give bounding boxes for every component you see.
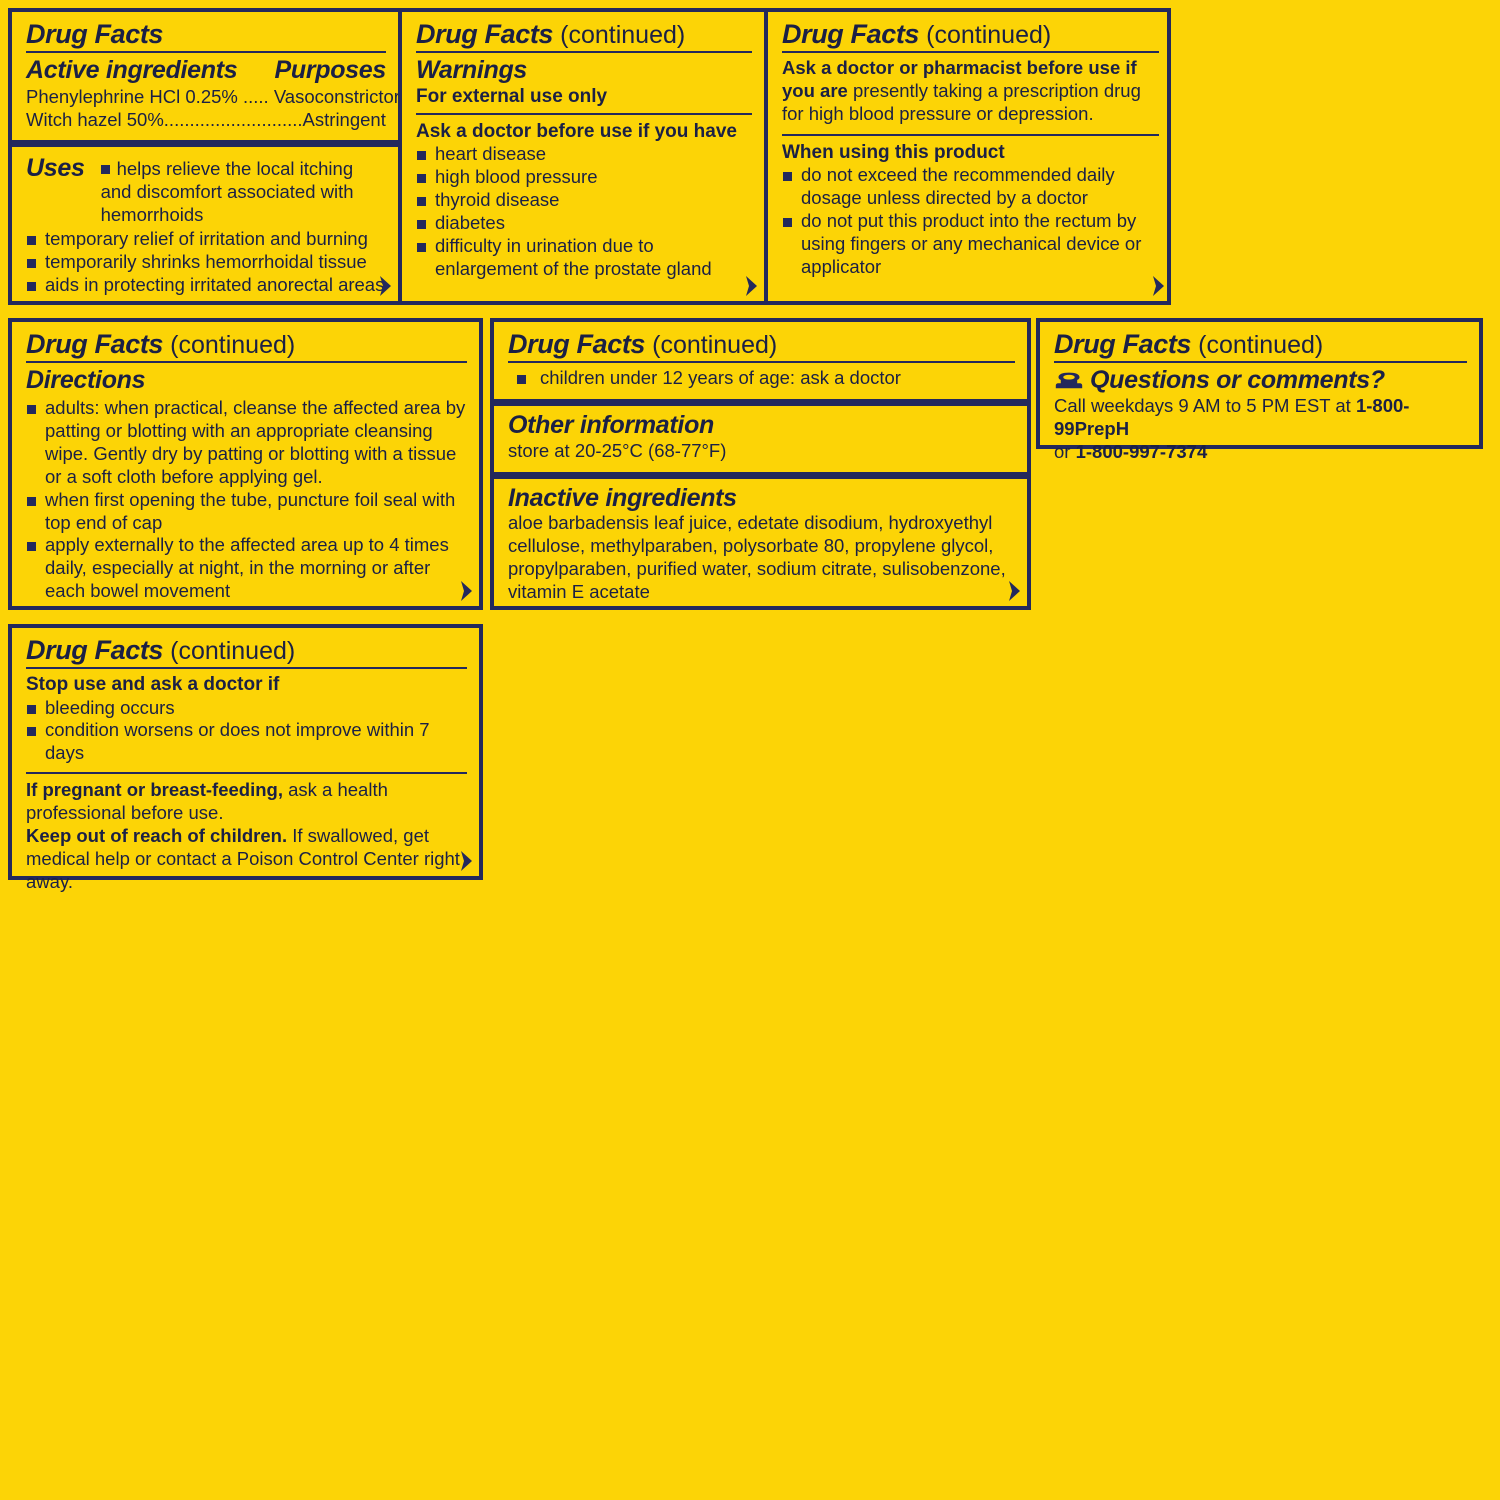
phone-number-primary[interactable]: 1-800-99PrepH bbox=[1054, 394, 1410, 439]
list-item: high blood pressure bbox=[416, 166, 752, 189]
inactive-ingredients-heading: Inactive ingredients bbox=[508, 483, 737, 512]
list-item: difficulty in urination due to enlargeme… bbox=[416, 235, 752, 281]
inactive-ingredients-text: aloe barbadensis leaf juice, edetate dis… bbox=[508, 512, 1006, 603]
ask-pharmacist-rest: presently taking a prescription drug for… bbox=[782, 80, 1141, 125]
list-item: bleeding occurs bbox=[26, 697, 467, 720]
call-info-line2: or 1-800-997-7374 bbox=[1054, 441, 1467, 464]
arrow-right-icon bbox=[380, 276, 391, 296]
list-item: temporary relief of irritation and burni… bbox=[26, 228, 386, 251]
list-item: children under 12 years of age: ask a do… bbox=[516, 367, 1015, 390]
questions-heading-row: Questions or comments? bbox=[1054, 367, 1467, 395]
when-using-list: do not exceed the recommended daily dosa… bbox=[782, 164, 1159, 279]
panel-directions: Drug Facts (continued) Directions adults… bbox=[6, 316, 485, 612]
uses-section: Uses helps relieve the local itching and… bbox=[26, 147, 386, 297]
stop-use-list: bleeding occurs condition worsens or doe… bbox=[26, 697, 467, 766]
inactive-ingredients-section: Inactive ingredients aloe barbadensis le… bbox=[508, 479, 1015, 604]
panel-title: Drug Facts bbox=[26, 19, 164, 49]
ask-doctor-heading: Ask a doctor before use if you have bbox=[416, 121, 737, 143]
title-divider bbox=[782, 51, 1159, 54]
uses-divider bbox=[12, 140, 398, 148]
panel-title: Drug Facts (continued) bbox=[26, 635, 296, 665]
external-use-text: For external use only bbox=[416, 85, 608, 107]
when-using-heading: When using this product bbox=[782, 142, 1005, 164]
panel-title: Drug Facts (continued) bbox=[508, 329, 778, 359]
panel-other-information: Drug Facts (continued) children under 12… bbox=[488, 316, 1033, 612]
title-divider bbox=[26, 667, 467, 670]
pregnant-rest: ask a health professional before use. bbox=[26, 779, 388, 824]
list-item: thyroid disease bbox=[416, 189, 752, 212]
ingredient-row: Witch hazel 50%.........................… bbox=[26, 109, 386, 131]
panel-title: Drug Facts (continued) bbox=[782, 19, 1052, 49]
list-item: temporarily shrinks hemorrhoidal tissue bbox=[26, 251, 386, 274]
pharmacist-divider bbox=[782, 134, 1159, 137]
list-item: aids in protecting irritated anorectal a… bbox=[26, 274, 386, 297]
panel-warnings: Drug Facts (continued) Warnings For exte… bbox=[398, 12, 764, 301]
directions-heading: Directions bbox=[26, 366, 146, 395]
panel-pharmacist: Drug Facts (continued) Ask a doctor or p… bbox=[764, 12, 1171, 301]
uses-list: temporary relief of irritation and burni… bbox=[26, 228, 386, 297]
call-info-line1: Call weekdays 9 AM to 5 PM EST at 1-800-… bbox=[1054, 395, 1467, 441]
panel-questions: Drug Facts (continued) Questions or comm… bbox=[1034, 316, 1485, 462]
questions-heading: Questions or comments? bbox=[1090, 366, 1385, 395]
active-ingredients-heading-row: Active ingredients Purposes bbox=[26, 57, 386, 85]
ingredient-row: Phenylephrine HCl 0.25% ..... Vasoconstr… bbox=[26, 85, 400, 107]
call-prefix: Call weekdays 9 AM to 5 PM EST at bbox=[1054, 394, 1356, 416]
ask-pharmacist-text: Ask a doctor or pharmacist before use if… bbox=[782, 57, 1159, 126]
stop-use-heading: Stop use and ask a doctor if bbox=[26, 674, 280, 696]
list-item: heart disease bbox=[416, 143, 752, 166]
phone-number-secondary[interactable]: 1-800-997-7374 bbox=[1075, 440, 1208, 462]
list-item: do not exceed the recommended daily dosa… bbox=[782, 164, 1159, 210]
list-item: condition worsens or does not improve wi… bbox=[26, 719, 467, 765]
other-info-divider bbox=[494, 399, 1027, 407]
inactive-divider bbox=[494, 471, 1027, 479]
other-information-heading: Other information bbox=[508, 411, 715, 440]
title-divider bbox=[416, 51, 752, 54]
stop-use-divider bbox=[26, 772, 467, 775]
panel-title: Drug Facts (continued) bbox=[416, 19, 686, 49]
purposes-heading: Purposes bbox=[274, 56, 386, 85]
active-ingredients-heading: Active ingredients bbox=[26, 56, 238, 85]
keep-out-bold: Keep out of reach of children. bbox=[26, 825, 288, 847]
or-word: or bbox=[1054, 440, 1076, 462]
keep-out-of-reach-text: Keep out of reach of children. If swallo… bbox=[26, 825, 467, 894]
list-item: when first opening the tube, puncture fo… bbox=[26, 489, 467, 535]
arrow-right-icon bbox=[461, 581, 472, 601]
other-information-section: Other information store at 20-25°C (68-7… bbox=[508, 406, 1015, 462]
arrow-right-icon bbox=[746, 276, 757, 296]
pregnant-text: If pregnant or breast-feeding, ask a hea… bbox=[26, 779, 467, 825]
storage-text: store at 20-25°C (68-77°F) bbox=[508, 439, 727, 461]
children-list: children under 12 years of age: ask a do… bbox=[508, 367, 1015, 390]
telephone-icon bbox=[1055, 372, 1083, 389]
panel-title: Drug Facts (continued) bbox=[26, 329, 296, 359]
ask-pharmacist-bold: Ask a doctor or pharmacist before use if… bbox=[782, 57, 1137, 102]
list-item: diabetes bbox=[416, 212, 752, 235]
uses-heading: Uses bbox=[26, 154, 85, 183]
drug-facts-panel-row1: Drug Facts Active ingredients Purposes P… bbox=[6, 6, 1173, 307]
keep-out-rest: If swallowed, get medical help or contac… bbox=[26, 825, 460, 893]
square-bullet-icon bbox=[100, 165, 110, 175]
list-item: adults: when practical, cleanse the affe… bbox=[26, 397, 467, 489]
title-divider bbox=[26, 361, 467, 364]
panel-title: Drug Facts (continued) bbox=[1054, 329, 1324, 359]
warnings-heading: Warnings bbox=[416, 56, 528, 85]
title-divider bbox=[508, 361, 1015, 364]
uses-first-item: helps relieve the local itching and disc… bbox=[100, 158, 354, 226]
list-item: apply externally to the affected area up… bbox=[26, 534, 467, 603]
arrow-right-icon bbox=[1009, 581, 1020, 601]
ask-doctor-list: heart disease high blood pressure thyroi… bbox=[416, 143, 752, 281]
title-divider bbox=[1054, 361, 1467, 364]
pregnant-bold: If pregnant or breast-feeding, bbox=[26, 779, 283, 801]
panel-stop-use: Drug Facts (continued) Stop use and ask … bbox=[6, 622, 485, 892]
arrow-right-icon bbox=[1153, 276, 1164, 296]
title-divider bbox=[26, 51, 386, 54]
warnings-divider bbox=[416, 113, 752, 116]
arrow-right-icon bbox=[461, 851, 472, 871]
list-item: do not put this product into the rectum … bbox=[782, 210, 1159, 279]
panel-active-ingredients: Drug Facts Active ingredients Purposes P… bbox=[12, 12, 400, 301]
directions-list: adults: when practical, cleanse the affe… bbox=[26, 397, 467, 603]
